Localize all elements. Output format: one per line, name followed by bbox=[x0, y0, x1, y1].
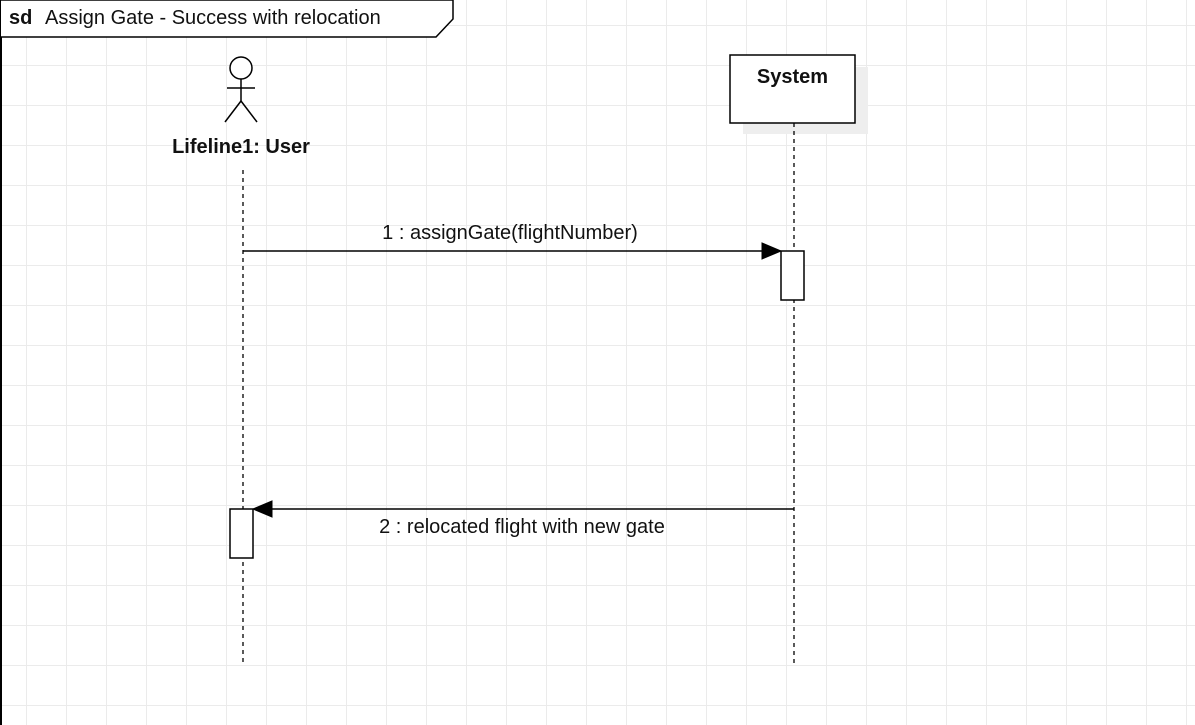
user-activation-bar[interactable] bbox=[229, 508, 254, 559]
message-2[interactable]: 2 : relocated flight with new gate bbox=[251, 500, 794, 538]
actor-icon bbox=[224, 56, 258, 123]
sd-frame[interactable]: sd Assign Gate - Success with relocation bbox=[0, 0, 454, 725]
system-activation-bar[interactable] bbox=[780, 250, 805, 301]
filled-arrowhead-icon bbox=[761, 242, 783, 260]
message-1-label: 1 : assignGate(flightNumber) bbox=[382, 222, 638, 244]
system-box bbox=[729, 54, 856, 124]
message-2-label: 2 : relocated flight with new gate bbox=[379, 516, 665, 538]
frame-keyword: sd bbox=[9, 7, 32, 29]
lifeline-system[interactable]: System bbox=[729, 54, 868, 665]
lifeline-user[interactable]: Lifeline1: User bbox=[172, 56, 310, 665]
message-1[interactable]: 1 : assignGate(flightNumber) bbox=[243, 222, 783, 260]
lifeline-system-label: System bbox=[757, 66, 828, 88]
frame-title: Assign Gate - Success with relocation bbox=[45, 7, 381, 29]
lifeline-user-label: Lifeline1: User bbox=[172, 136, 310, 158]
filled-arrowhead-icon bbox=[251, 500, 273, 518]
frame-title-tab bbox=[1, 0, 454, 38]
